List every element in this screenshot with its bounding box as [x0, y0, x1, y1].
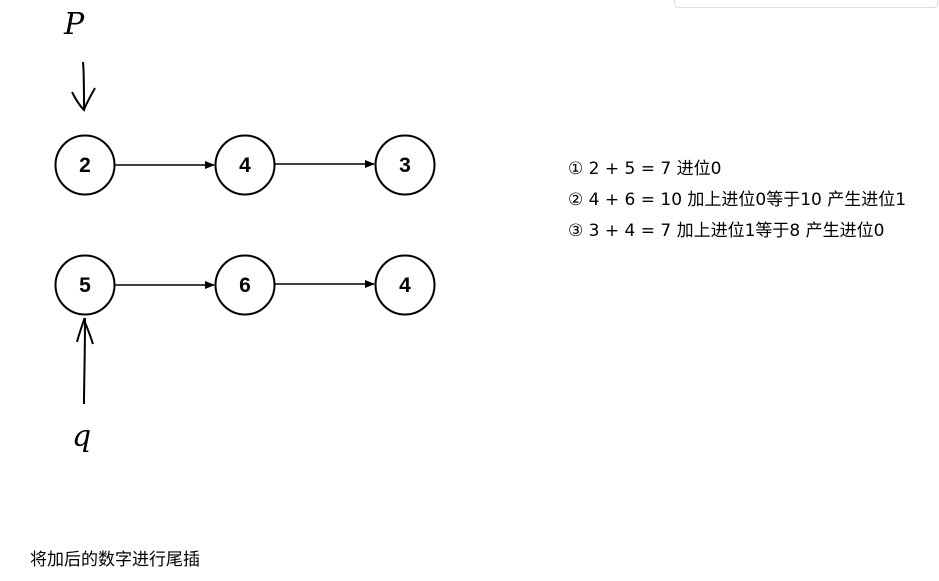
list1-node-2: 3	[374, 134, 436, 196]
list2-node-2-value: 4	[399, 274, 411, 297]
pointer-p-arrow-head	[71, 87, 96, 112]
step-1: ① 2 + 5 = 7 进位0	[568, 159, 722, 179]
list1-node-0: 2	[54, 134, 116, 196]
list2-node-1: 6	[214, 254, 276, 316]
list2-node-1-value: 6	[239, 274, 251, 297]
pointer-q-label: q	[72, 419, 91, 454]
list1-node-1-value: 4	[239, 154, 251, 177]
pointer-p-arrow-shaft	[82, 61, 85, 109]
pointer-q-arrow-shaft	[83, 317, 86, 405]
step-2: ② 4 + 6 = 10 加上进位0等于10 产生进位1	[568, 190, 907, 210]
pointer-p-label: P	[63, 7, 85, 42]
corner-frame	[674, 0, 938, 8]
list1-node-1: 4	[214, 134, 276, 196]
caption-text: 将加后的数字进行尾插	[30, 550, 200, 570]
list2-node-0-value: 5	[79, 274, 91, 297]
list1-node-0-value: 2	[79, 154, 91, 177]
list2-node-0: 5	[54, 254, 116, 316]
step-3: ③ 3 + 4 = 7 加上进位1等于8 产生进位0	[568, 221, 885, 241]
list1-node-2-value: 3	[399, 154, 411, 177]
addition-steps: ① 2 + 5 = 7 进位0 ② 4 + 6 = 10 加上进位0等于10 产…	[568, 154, 906, 247]
list2-node-2: 4	[374, 254, 436, 316]
pointer-q-arrow-head	[76, 317, 94, 345]
